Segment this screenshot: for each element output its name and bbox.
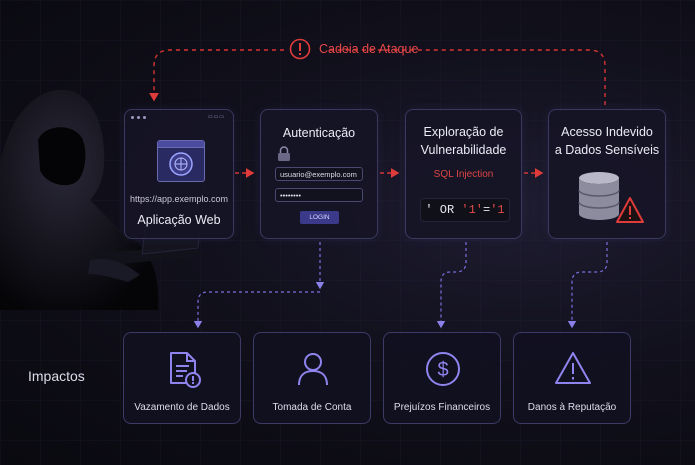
impact-financial-loss: $ Prejuízos Financeiros bbox=[383, 332, 501, 424]
app-url: https://app.exemplo.com bbox=[129, 194, 229, 204]
attack-chain-header: Cadeia de Ataque bbox=[289, 37, 418, 61]
dollar-icon: $ bbox=[426, 352, 460, 386]
auth-title: Autenticação bbox=[282, 126, 356, 140]
impact-label-financial-loss: Prejuízos Financeiros bbox=[393, 402, 491, 413]
database-icon bbox=[578, 172, 620, 220]
email-field[interactable]: usuario@exemplo.com bbox=[275, 167, 363, 181]
sql-payload-part4: '1 bbox=[490, 203, 505, 217]
impact-label-data-leak: Vazamento de Dados bbox=[134, 402, 230, 413]
password-field[interactable]: •••••••• bbox=[275, 188, 363, 202]
warning-icon bbox=[616, 197, 644, 223]
auth-card: Autenticação usuario@exemplo.com •••••••… bbox=[260, 109, 378, 239]
browser-dots bbox=[131, 116, 146, 119]
impact-label-account-takeover: Tomada de Conta bbox=[272, 402, 352, 413]
sql-payload-part3: = bbox=[483, 203, 491, 217]
login-button[interactable]: LOGIN bbox=[300, 211, 339, 224]
warning-icon bbox=[555, 352, 591, 384]
exploit-title-line1: Exploração de bbox=[423, 125, 504, 139]
impacts-heading: Impactos bbox=[28, 368, 85, 384]
web-app-card: ▭▭▭ https://app.exemplo.com Aplicação We… bbox=[124, 109, 234, 239]
attack-chain-title: Cadeia de Ataque bbox=[319, 42, 419, 56]
impact-account-takeover: Tomada de Conta bbox=[253, 332, 371, 424]
sql-payload: ' OR '1'='1 bbox=[420, 198, 510, 222]
sql-payload-part2: '1' bbox=[461, 203, 483, 217]
data-access-card: Acesso Indevido a Dados Sensíveis bbox=[548, 109, 666, 239]
exploit-title-line2: Vulnerabilidade bbox=[420, 143, 507, 157]
access-title-line1: Acesso Indevido bbox=[561, 125, 653, 139]
svg-text:$: $ bbox=[437, 359, 448, 381]
attack-type-label: SQL Injection bbox=[433, 169, 494, 180]
document-alert-icon bbox=[170, 352, 201, 388]
lock-icon bbox=[278, 146, 290, 161]
browser-window-icon bbox=[157, 140, 205, 182]
web-app-label: Aplicação Web bbox=[137, 213, 221, 227]
window-controls: ▭▭▭ bbox=[207, 114, 225, 120]
access-title-line2: a Dados Sensíveis bbox=[554, 143, 660, 157]
impact-reputation-damage: Danos à Reputação bbox=[513, 332, 631, 424]
sql-payload-part1: ' OR bbox=[425, 203, 462, 217]
impact-data-leak: Vazamento de Dados bbox=[123, 332, 241, 424]
user-icon bbox=[298, 353, 328, 386]
alert-circle-icon bbox=[289, 38, 311, 60]
exploit-card: Exploração de Vulnerabilidade SQL Inject… bbox=[405, 109, 522, 239]
impact-label-reputation-damage: Danos à Reputação bbox=[527, 402, 617, 413]
